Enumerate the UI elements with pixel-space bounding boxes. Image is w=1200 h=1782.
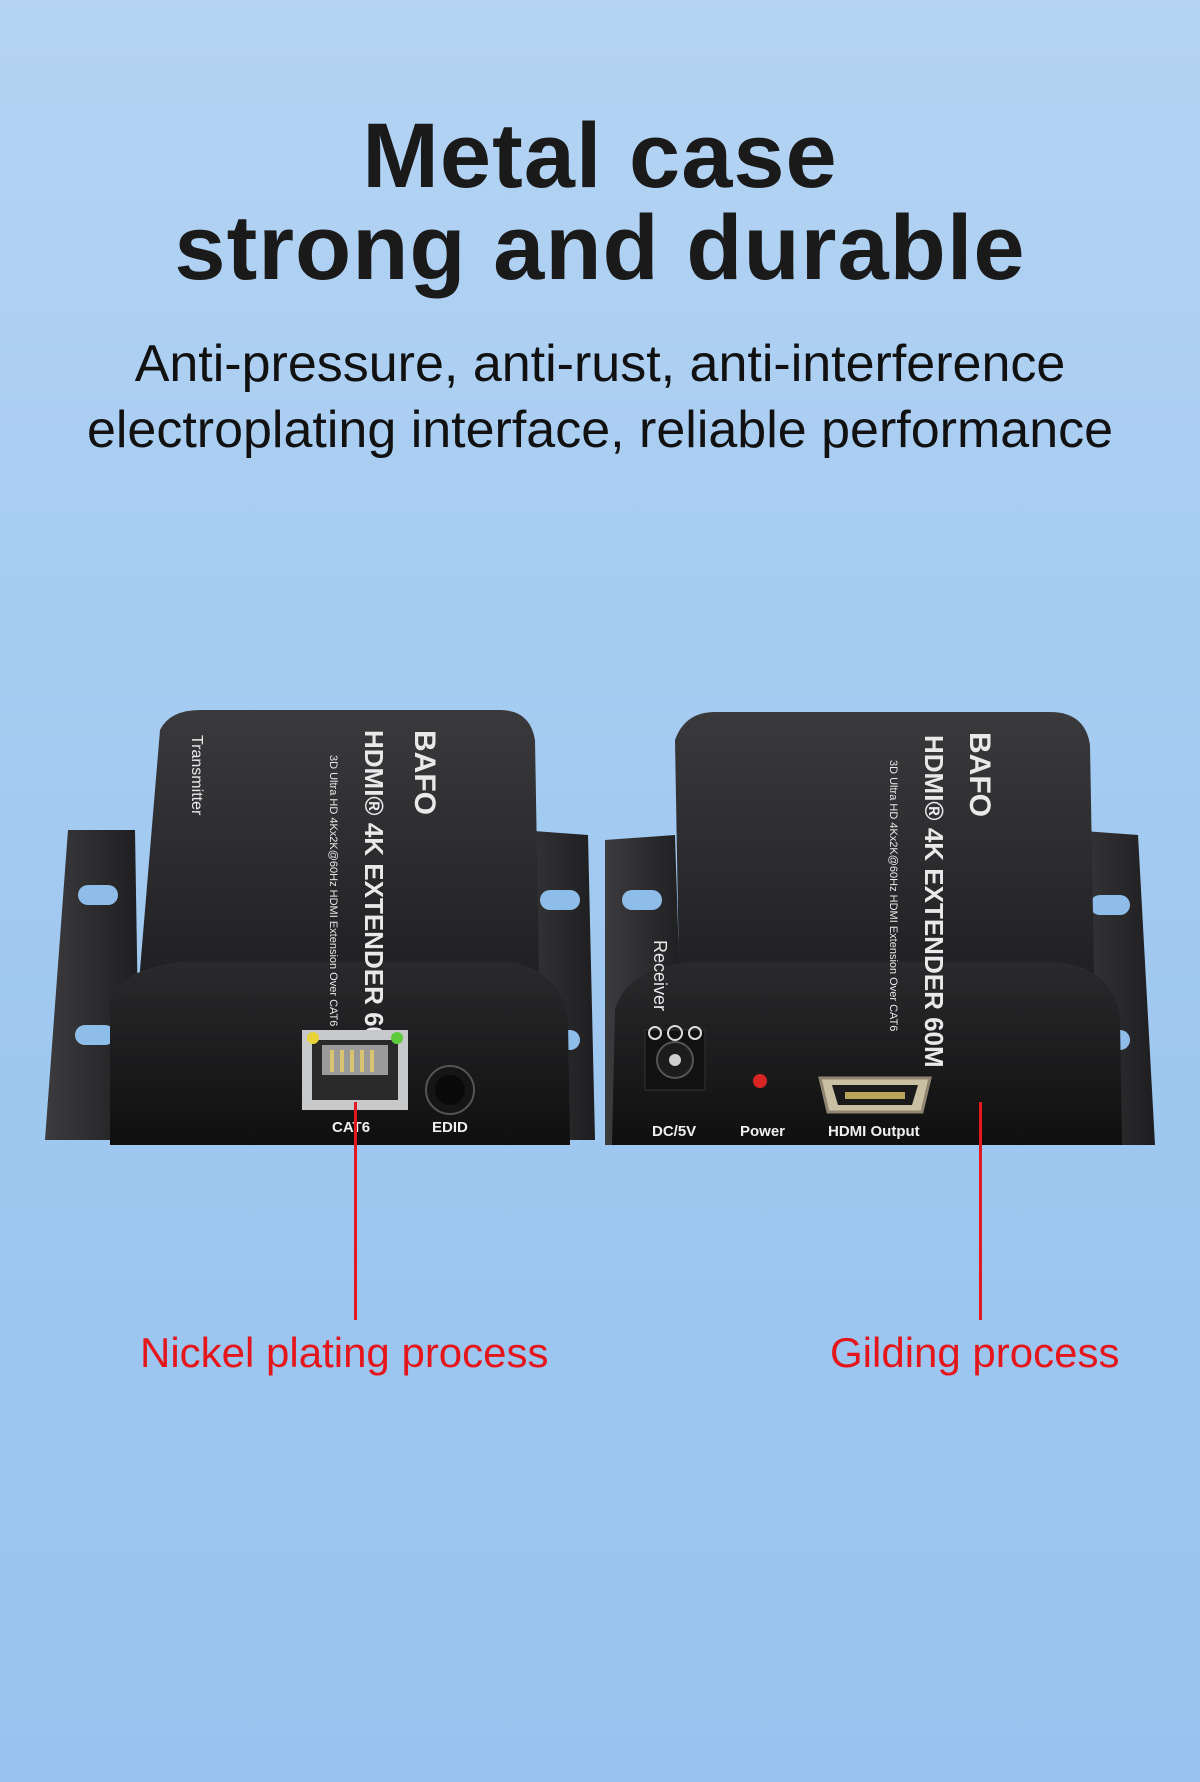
cat6-port (302, 1030, 408, 1110)
subheadline-line-2: electroplating interface, reliable perfo… (86, 401, 1114, 459)
nickel-plating-callout: Nickel plating process (140, 1329, 549, 1376)
transmitter-device: BAFO HDMI® 4K EXTENDER 60M 3D Ultra HD 4… (40, 700, 600, 1150)
receiver-role: Receiver (650, 940, 670, 1011)
power-label: Power (740, 1123, 785, 1140)
receiver-brand: BAFO (963, 732, 996, 817)
transmitter-product-line1: HDMI® 4K EXTENDER 60M (359, 730, 389, 1063)
cat6-label: CAT6 (332, 1119, 370, 1136)
receiver-product-line1: HDMI® 4K EXTENDER 60M (919, 735, 949, 1068)
dc-jack (644, 1025, 706, 1091)
transmitter-product-line2: 3D Ultra HD 4Kx2K@60Hz HDMI Extension Ov… (327, 755, 339, 1026)
headline-line-2: strong and durable (174, 197, 1026, 299)
receiver-product-line2: 3D Ultra HD 4Kx2K@60Hz HDMI Extension Ov… (887, 760, 899, 1031)
hdmi-output-port (818, 1076, 932, 1114)
transmitter-brand: BAFO (408, 730, 441, 815)
headline-line-1: Metal case (362, 105, 838, 207)
hdmi-output-label: HDMI Output (828, 1123, 920, 1140)
gilding-callout: Gilding process (830, 1329, 1120, 1376)
transmitter-role: Transmitter (188, 735, 205, 816)
power-led (753, 1074, 767, 1088)
receiver-device: BAFO HDMI® 4K EXTENDER 60M 3D Ultra HD 4… (600, 700, 1160, 1150)
right-callout-line (979, 1102, 982, 1320)
subheadline-line-1: Anti-pressure, anti-rust, anti-interfere… (134, 335, 1066, 393)
edid-label: EDID (432, 1119, 468, 1136)
left-callout-line (354, 1102, 357, 1320)
dc-5v-label: DC/5V (652, 1123, 696, 1140)
edid-button (425, 1065, 475, 1115)
